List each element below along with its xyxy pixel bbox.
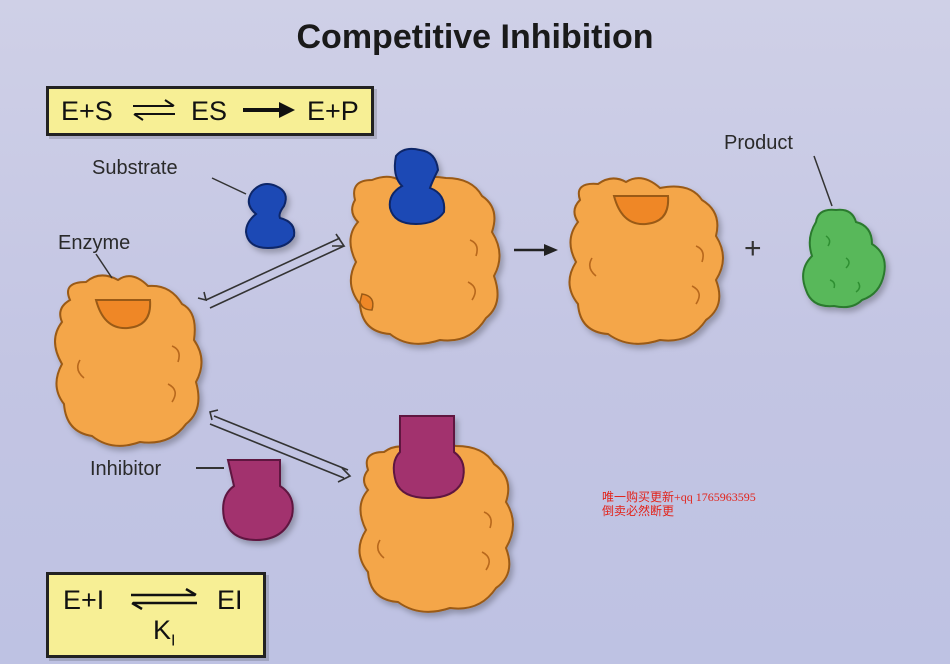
inhibitor-molecule xyxy=(222,459,294,542)
enzyme-inhibitor-complex xyxy=(358,415,514,613)
watermark-line-2: 倒卖必然断更 xyxy=(602,504,675,518)
eq-e-plus-s: E+S xyxy=(61,96,113,126)
eq-e-plus-p: E+P xyxy=(307,96,359,126)
enzyme-leader-line xyxy=(95,253,113,279)
released-enzyme xyxy=(568,177,724,345)
free-enzyme xyxy=(54,274,203,447)
product-leader-line xyxy=(813,155,833,207)
eq-ki: KI xyxy=(153,615,175,650)
substrate-equation-box: E+S ES E+P xyxy=(46,86,374,136)
product-label: Product xyxy=(724,132,793,154)
substrate-molecule xyxy=(244,183,296,250)
diagram-title: Competitive Inhibition xyxy=(296,18,654,56)
watermark-text: 唯一购买更新+qq 1765963595 倒卖必然断更 xyxy=(602,490,756,518)
substrate-leader-line xyxy=(211,177,247,195)
enzyme-label: Enzyme xyxy=(58,232,131,254)
enzyme-substrate-complex xyxy=(349,147,501,345)
reversible-arrow-enzyme-inhibitor xyxy=(209,409,352,483)
forward-arrow-icon xyxy=(241,100,295,125)
plus-sign: + xyxy=(744,232,762,265)
watermark-line-1: 唯一购买更新+qq 1765963595 xyxy=(602,490,756,504)
inhibitor-label: Inhibitor xyxy=(90,458,162,480)
ki-subscript: I xyxy=(171,632,176,650)
eq-es: ES xyxy=(191,96,228,126)
forward-arrow-reaction xyxy=(514,244,558,256)
eq-e-plus-i: E+I xyxy=(63,585,105,615)
reversible-arrow-enzyme-substrate xyxy=(197,233,346,309)
product-molecule xyxy=(802,208,886,309)
substrate-label: Substrate xyxy=(92,157,178,179)
eq-ei: EI xyxy=(217,585,243,615)
inhibitor-equation-box: E+I EI KI xyxy=(46,572,266,658)
ki-letter: K xyxy=(153,615,172,645)
reversible-arrow-icon xyxy=(131,99,177,126)
reversible-arrow-icon xyxy=(129,587,199,615)
